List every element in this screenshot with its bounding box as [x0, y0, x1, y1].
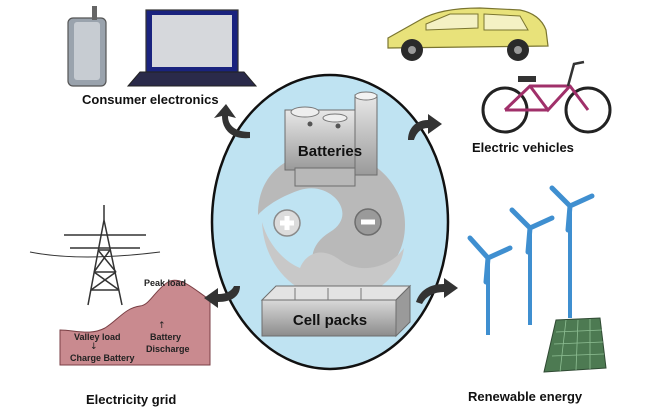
arrow-to-vehicles	[408, 114, 442, 140]
arrow-to-renewable	[416, 278, 458, 304]
arrow-to-grid	[204, 286, 240, 308]
batteries-label: Batteries	[297, 143, 363, 160]
consumer-electronics-label: Consumer electronics	[82, 92, 219, 107]
charge-battery-label: Charge Battery	[70, 353, 135, 363]
electricity-grid-label: Electricity grid	[86, 392, 177, 407]
batteries-icon	[284, 91, 378, 187]
laptop-and-phone-icon	[67, 6, 258, 87]
cell-packs-icon	[260, 284, 412, 338]
discharge-label: Discharge	[146, 344, 190, 354]
wind-turbine-solar-panel-icon	[467, 185, 607, 373]
car-and-bicycle-icon	[387, 7, 612, 134]
valley-load-label: Valley load	[74, 332, 121, 342]
down-arrow-icon: ↓	[90, 342, 98, 352]
cell-packs-label: Cell packs	[292, 312, 368, 329]
up-arrow-icon: ↑	[158, 321, 166, 331]
peak-load-label: Peak load	[144, 278, 187, 288]
power-tower-icon	[29, 205, 161, 306]
load-curve-chart	[59, 279, 211, 366]
battery-label: Battery	[150, 332, 182, 342]
electric-vehicles-label: Electric vehicles	[472, 140, 574, 155]
arrow-to-consumer	[214, 104, 250, 139]
renewable-energy-label: Renewable energy	[468, 389, 583, 404]
plus-sign-icon	[273, 209, 301, 237]
minus-sign-icon	[354, 208, 382, 236]
